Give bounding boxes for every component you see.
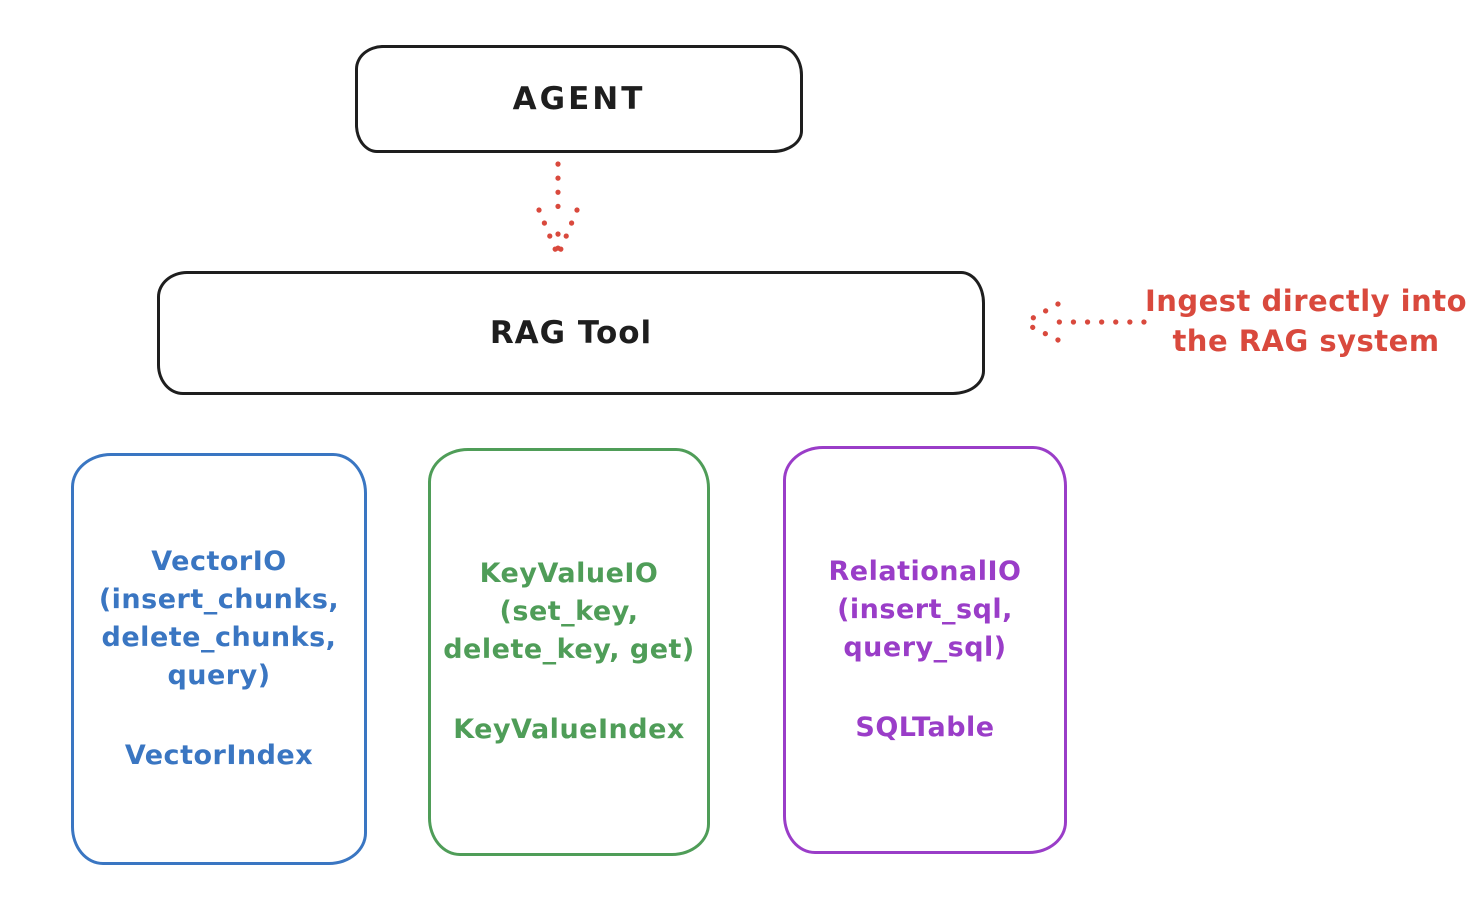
vector-io-methods-line2: delete_chunks, [101,622,337,653]
keyvalue-io-methods-line2: delete_key, get) [443,634,695,665]
ingest-annotation: Ingest directly into the RAG system [1138,281,1474,361]
rag-tool-label: RAG Tool [489,315,653,351]
relational-io-methods-line1: (insert_sql, [837,594,1013,625]
relational-io-methods-line2: query_sql) [843,632,1007,663]
vector-io-methods-line3: query) [167,660,271,691]
keyvalue-index-label: KeyValueIndex [453,714,685,745]
relational-io-box: RelationalIO (insert_sql, query_sql) SQL… [783,446,1067,854]
agent-label: AGENT [512,81,646,117]
vector-io-methods-line1: (insert_chunks, [98,584,340,615]
vector-io-box: VectorIO (insert_chunks, delete_chunks, … [71,453,367,865]
keyvalue-io-box: KeyValueIO (set_key, delete_key, get) Ke… [428,448,710,856]
keyvalue-io-title: KeyValueIO [479,558,659,589]
vector-io-title: VectorIO [151,546,287,577]
ingest-annotation-line2: the RAG system [1172,324,1440,358]
ingest-annotation-line1: Ingest directly into [1144,284,1468,318]
sql-table-label: SQLTable [855,712,995,743]
dotted-down-arrow-icon [536,161,580,259]
dotted-left-arrow-icon [1021,301,1147,343]
keyvalue-io-methods-line1: (set_key, [499,596,639,627]
relational-io-title: RelationalIO [828,556,1022,587]
agent-box: AGENT [355,45,803,153]
rag-tool-box: RAG Tool [157,271,985,395]
vector-index-label: VectorIndex [124,740,314,771]
